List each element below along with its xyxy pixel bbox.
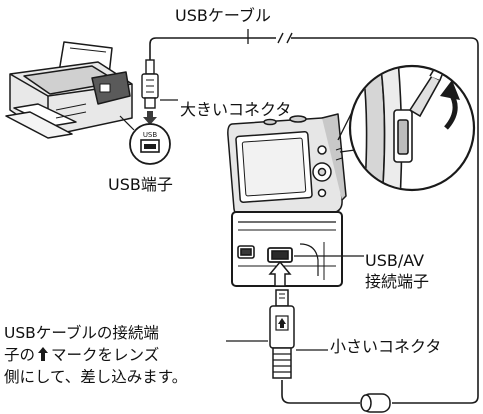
note-line1: USBケーブルの接続端 <box>4 324 159 342</box>
small-connector-icon <box>269 289 295 379</box>
zoom-leader <box>337 111 356 153</box>
small-connector-label: 小さいコネクタ <box>330 337 442 356</box>
usb-port-label: USB端子 <box>108 175 173 194</box>
usb-port-icon-text: USB <box>143 131 158 139</box>
note-line3: 側にして、差し込みます。 <box>4 368 188 386</box>
note-line2: 子のマークをレンズ <box>4 344 187 366</box>
down-arrow-icon <box>143 111 157 125</box>
usb-port-icon <box>129 123 171 165</box>
usb-port-leader <box>119 115 135 131</box>
note-line2-after: マークをレンズ <box>51 346 160 364</box>
up-arrow-mark-icon <box>38 347 49 361</box>
connection-note: USBケーブルの接続端 子のマークをレンズ 側にして、差し込みます。 <box>4 322 187 388</box>
usb-cable <box>149 37 479 404</box>
large-connector-icon <box>141 59 159 109</box>
ferrite-core-icon <box>360 393 391 413</box>
usb-av-port-label-line2: 接続端子 <box>365 272 430 291</box>
note-line2-before: 子の <box>4 346 36 364</box>
large-connector-label: 大きいコネクタ <box>180 100 292 119</box>
cable-break-mark <box>277 32 293 44</box>
usb-av-port-closeup <box>231 211 343 287</box>
printer-icon <box>5 41 133 139</box>
insert-arrow-icon <box>268 260 292 287</box>
usb-av-port-label-line1: USB/AV <box>365 251 425 270</box>
port-cover-zoom <box>348 64 476 192</box>
usb-cable-label: USBケーブル <box>175 6 271 25</box>
curved-arrow-icon <box>440 80 460 130</box>
camera-icon <box>227 113 347 220</box>
usb-av-port-label: USB/AV 接続端子 <box>365 250 429 292</box>
